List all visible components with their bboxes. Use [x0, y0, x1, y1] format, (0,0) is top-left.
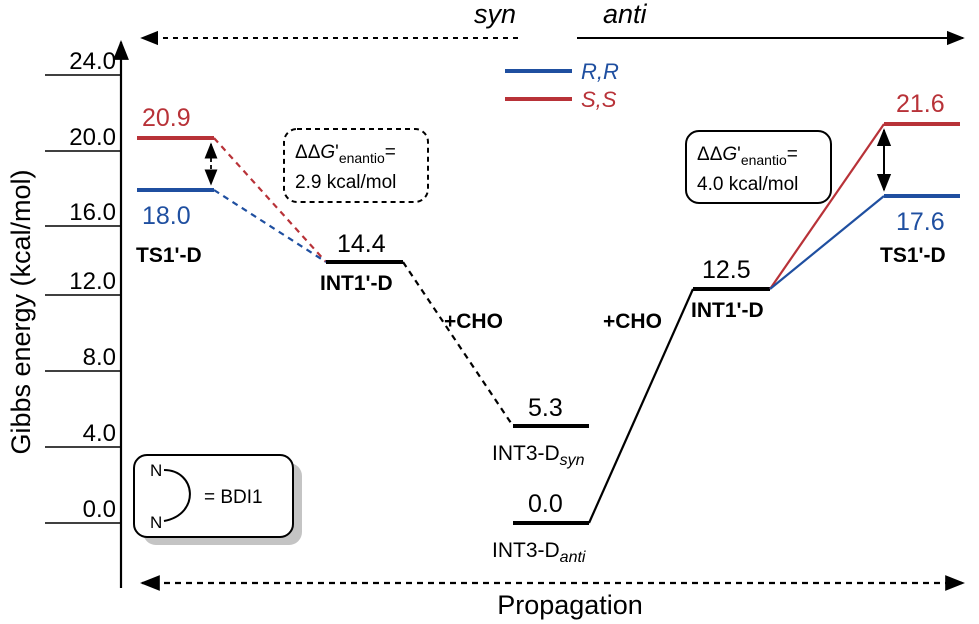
syn-ts-rr-value: 18.0 [142, 202, 191, 230]
anti-ts-rr-value: 17.6 [896, 208, 945, 236]
legend-rr-label: R,R [581, 59, 619, 84]
anti-label: anti [603, 0, 648, 29]
anti-int1-value: 12.5 [702, 256, 751, 284]
syn-int3-label-sub: syn [560, 452, 585, 469]
anti-cho-label: +CHO [603, 310, 662, 333]
y-axis-label: Gibbs energy (kcal/mol) [6, 169, 36, 454]
syn-connector-rr [213, 189, 327, 263]
syn-label: syn [474, 0, 516, 29]
anti-ddg-value: 4.0 kcal/mol [697, 174, 798, 195]
bdi-legend-box [133, 454, 294, 538]
anti-int3-label-main: INT3-D [492, 539, 560, 562]
anti-int3-label: INT3-Danti [492, 539, 586, 566]
syn-ddg-value: 2.9 kcal/mol [295, 172, 396, 193]
anti-connector-cho [587, 288, 695, 524]
y-tick-label-2: 8.0 [83, 344, 116, 371]
legend-ss-label: S,S [581, 87, 617, 112]
syn-ddg-prime: ' [335, 142, 339, 163]
syn-int1-label: INT1'-D [320, 272, 393, 295]
y-tick-label-4: 16.0 [69, 199, 116, 226]
syn-int3-label-main: INT3-D [492, 442, 560, 465]
syn-int3-label: INT3-Dsyn [492, 442, 585, 469]
stereo-legend: R,R S,S [505, 59, 619, 112]
syn-ddg-prefix: ΔΔ [295, 142, 321, 163]
bdi-n-bottom: N [150, 513, 162, 532]
syn-connector-ss [213, 137, 327, 263]
anti-ts-label: TS1'-D [880, 244, 946, 267]
syn-cho-label: +CHO [444, 310, 503, 333]
anti-int1-label: INT1'-D [691, 299, 764, 322]
anti-connector-rr [769, 195, 885, 290]
anti-ddg-g: G [722, 144, 737, 165]
bdi-ligand-arc [163, 469, 191, 522]
syn-ts-ss-value: 20.9 [142, 104, 191, 132]
y-ticks: 0.0 4.0 8.0 12.0 16.0 20.0 24.0 [45, 48, 121, 524]
syn-connector-cho [402, 261, 514, 427]
anti-ddg-box [685, 130, 832, 204]
anti-ddg-suffix: = [787, 144, 798, 165]
y-tick-label-0: 0.0 [83, 496, 116, 523]
anti-int3-label-sub: anti [560, 549, 586, 566]
x-axis-label: Propagation [497, 590, 643, 620]
anti-ddg-title: ΔΔG'enantio= [697, 144, 798, 168]
anti-int3-value: 0.0 [528, 490, 563, 518]
bdi-n-top: N [150, 461, 162, 480]
anti-ddg-sub: enantio [741, 152, 787, 168]
syn-ts-label: TS1'-D [136, 244, 202, 267]
syn-ddg-g: G [320, 142, 335, 163]
anti-ddg-prime: ' [737, 144, 741, 165]
syn-ddg-box [283, 128, 429, 203]
y-tick-label-5: 20.0 [69, 124, 116, 151]
y-tick-label-6: 24.0 [69, 48, 116, 75]
syn-int1-value: 14.4 [337, 230, 386, 258]
anti-ddg-prefix: ΔΔ [697, 144, 723, 165]
anti-connector-ss [769, 123, 885, 290]
syn-int3-value: 5.3 [528, 394, 563, 422]
y-tick-label-1: 4.0 [83, 420, 116, 447]
syn-ddg-sub: enantio [339, 150, 385, 166]
y-tick-label-3: 12.0 [69, 268, 116, 295]
bdi-equals-label: = BDI1 [204, 487, 263, 508]
bdi-legend: N N = BDI1 [133, 454, 302, 545]
anti-ts-ss-value: 21.6 [896, 90, 945, 118]
syn-ddg-title: ΔΔG'enantio= [295, 142, 396, 166]
syn-ddg-suffix: = [385, 142, 396, 163]
